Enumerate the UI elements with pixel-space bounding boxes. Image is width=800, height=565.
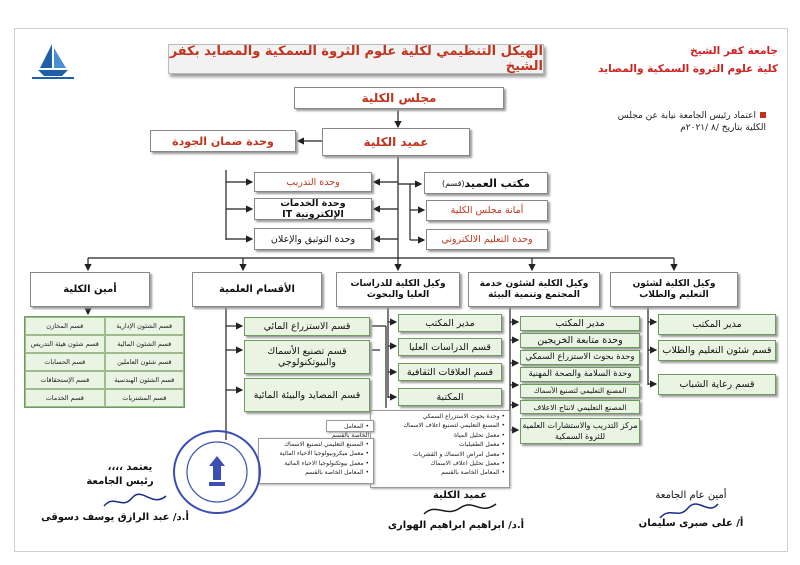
vp-education-box: وكيل الكلية لشئون التعليم والطلاب [610,272,738,307]
secretary-general-signature [654,500,724,522]
list-item: وحدة بحوث الاستزراع السمكي [375,412,505,421]
vp-grad-item: مدير المكتب [398,314,502,332]
table-cell: قسم شئون هيئة التدريس [25,335,105,353]
department-item: قسم تصنيع الأسماك والبيوتكنولوجي [244,340,370,374]
vp-grad-item: قسم العلاقات الثقافية [398,363,502,381]
table-cell: قسم الشئون الإدارية [104,317,184,335]
list-item: معمل امراض الاسماك و القشريات [375,450,505,459]
dean-office-item: أمانة مجلس الكلية [426,200,548,221]
table-cell: قسم الشئون الهندسية [104,371,184,389]
table-cell: قسم الحسابات [25,353,105,371]
vp-grad-item: المكتبة [398,388,502,406]
vp-community-item: المصنع التعليمي لانتاج الاعلاف [520,400,640,414]
quality-unit-box: وحدة ضمان الجودة [150,130,296,152]
dean-office-item: وحدة التعليم الالكتروني [426,229,548,250]
page-title: الهيكل التنظيمي لكلية علوم الثروة السمكي… [168,44,544,74]
faculty-name: كلية علوم الثروة السمكية والمصايد [598,63,778,75]
dean-box: عميد الكلية [322,128,470,156]
secretary-sections-table: قسم الشئون الإدارية قسم المخازن قسم الشئ… [24,316,185,408]
table-cell: قسم شئون العاملين [104,353,184,371]
vp-education-item: مدير المكتب [658,314,776,335]
vp-community-item: مركز التدريب والاستشارات العلمية للثروة … [520,418,640,444]
table-cell: قسم الخدمات [25,389,105,407]
list-item: المعامل الخاصة بالقسم [331,422,369,441]
department-item: قسم المصايد والبيئة المائية [244,378,370,412]
vp-community-item: وحدة السلامة والصحة المهنية [520,367,640,382]
table-cell: قسم الشئون المالية [104,335,184,353]
list-item: المعامل الخاصة بالقسم [263,468,369,477]
secretary-box: أمين الكلية [30,272,150,307]
table-cell: قسم المخازن [25,317,105,335]
university-name: جامعة كفر الشيخ [690,45,778,57]
dean-role: عميد الكلية [432,490,488,501]
list-item: المعامل الخاصة بالقسم [375,468,505,477]
vp-grad-box: وكيل الكلية للدراسات العليا والبحوث [336,272,460,307]
bullet-icon [760,112,766,118]
secretary-general-role: أمين عام الجامعة [655,490,727,501]
president-role: رئيس الجامعة [86,476,154,487]
dean-office-suffix: (قسم) [441,178,465,188]
approve-label: يعتمد ،،،، [107,462,153,473]
president-name: أ.د/ عبد الرازق يوسف دسوقى [41,512,189,523]
vp-grad-item: قسم الدراسات العليا [398,338,502,356]
vp-community-box: وكيل الكلية لشئون خدمة المجتمع وتنمية ال… [468,272,600,307]
vp-community-item: وحدة بحوث الاستزراع السمكي [520,350,640,365]
faculty-logo [30,38,76,80]
departments-box: الأقسام العلمية [192,272,322,307]
vp-education-item: قسم رعاية الشباب [658,374,776,395]
president-signature [100,490,170,512]
approval-note-line2: الكلية بتاريخ /٨ /٢٠٢١م [680,123,766,133]
approval-note-line1: اعتماد رئيس الجامعة نيابة عن مجلس [617,111,756,121]
dept-labs-list-a: المعامل الخاصة بالقسم [326,420,374,439]
dean-office-box: مكتب العميد (قسم) [424,172,548,194]
vp-community-item: وحدة متابعة الخريجين [520,333,640,348]
unit-box-documentation: وحدة التوثيق والإعلان [254,228,372,250]
list-item: معمل تحليل المياة [375,431,505,440]
official-stamp [173,430,261,514]
grad-labs-list: وحدة بحوث الاستزراع السمكي المصنع التعلي… [370,410,510,488]
list-item: المصنع التعليمي لتصنيع اعلاف الاسماك [375,421,505,430]
college-council-box: مجلس الكلية [294,87,504,109]
list-item: معمل تحليل اعلاف الاسماك [375,459,505,468]
list-item: معمل الطفيليات [375,440,505,449]
dean-signature [420,500,500,520]
vp-education-item: قسم شئون التعليم والطلاب [658,340,776,361]
list-item: المصنع التعليمي لتصنيع الاسماك [263,440,369,449]
department-item: قسم الاستزراع المائي [244,317,370,336]
approval-note: اعتماد رئيس الجامعة نيابة عن مجلس الكلية… [590,108,770,138]
dean-name: أ.د/ ابراهيم ابراهيم الهوارى [387,520,525,531]
list-item: معمل ميكروبيولوجيا الاحياء المائية [263,449,369,458]
vp-community-item: المصنع التعليمي لتصنيع الأسماك [520,384,640,398]
dean-office-title: مكتب العميد [464,176,531,190]
table-cell: قسم المشتريات [104,389,184,407]
dept-labs-list-b: المصنع التعليمي لتصنيع الاسماك معمل ميكر… [258,438,374,484]
table-cell: قسم الإستحقاقات [25,371,105,389]
unit-box-training: وحدة التدريب [254,172,372,192]
list-item: معمل بيوتكنولوجيا الاحياء المائية [263,459,369,468]
vp-community-item: مدير المكتب [520,316,640,331]
secretary-general-name: أ/ على صبرى سليمان [638,518,744,529]
unit-box-it: وحدة الخدمات الإلكترونية IT [254,198,372,220]
